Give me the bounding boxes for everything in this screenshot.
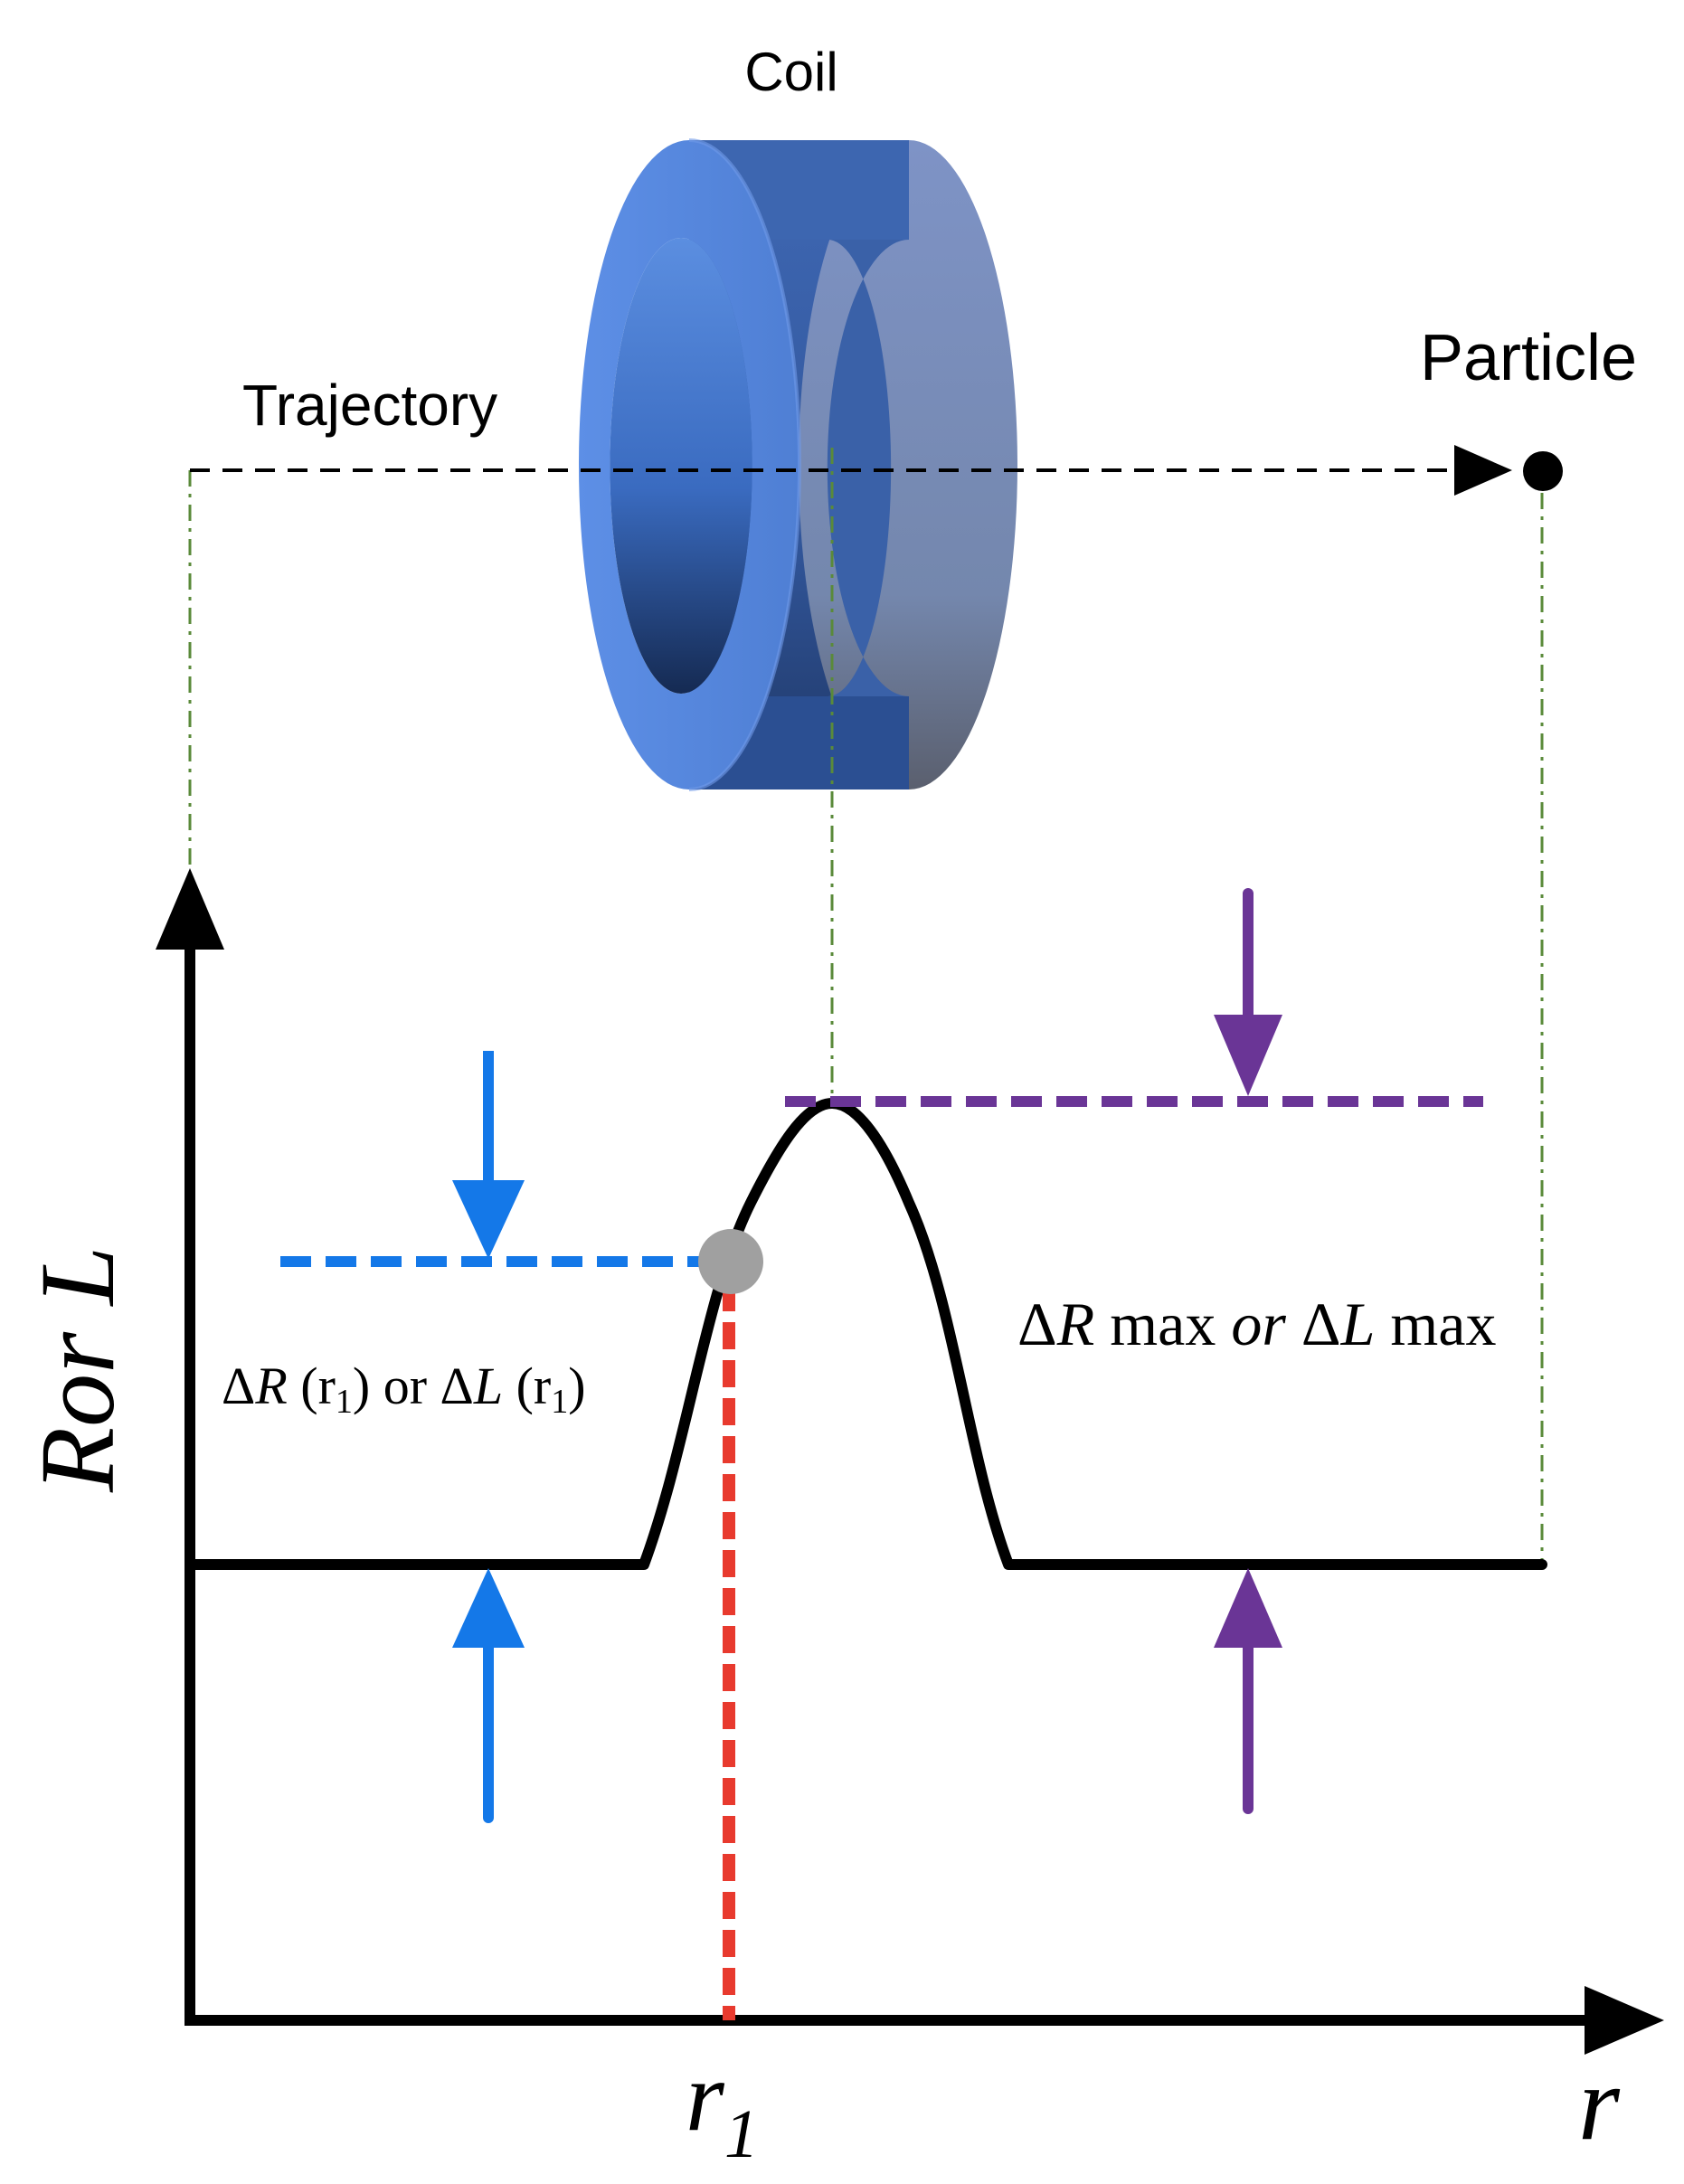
coil-front-edge — [688, 138, 801, 791]
trajectory-arrowhead — [1454, 445, 1512, 496]
y-axis-arrowhead — [156, 868, 224, 950]
x-axis-arrowhead — [1585, 1986, 1664, 2055]
purple-marker — [785, 888, 1483, 1814]
trajectory — [190, 445, 1563, 496]
r1-point — [698, 1229, 763, 1294]
trajectory-label: Trajectory — [242, 373, 497, 438]
blue-down-arrow-head — [452, 1180, 525, 1259]
delta-max-label: ΔR max or ΔL max — [1017, 1290, 1496, 1358]
particle-label: Particle — [1420, 322, 1637, 394]
y-axis-label: Ror L — [18, 1246, 137, 1493]
coil-label: Coil — [744, 42, 837, 102]
r1-axis-label: r1 — [686, 2041, 759, 2172]
coil-inner-notch — [827, 240, 909, 696]
coil — [579, 138, 1017, 791]
delta-r1-label: ΔR (r1) or ΔL (r1) — [222, 1357, 586, 1421]
axes — [156, 868, 1664, 2055]
purple-down-arrow-head — [1214, 1015, 1282, 1096]
coil-front-ring — [579, 140, 799, 789]
blue-up-arrow-head — [452, 1568, 525, 1648]
coil-inner-bore — [610, 238, 752, 694]
guide-lines — [188, 448, 1544, 1565]
purple-up-arrow-head — [1214, 1568, 1282, 1648]
x-axis-label: r — [1578, 2044, 1621, 2162]
blue-marker — [280, 1051, 710, 1823]
particle-dot — [1523, 451, 1563, 491]
